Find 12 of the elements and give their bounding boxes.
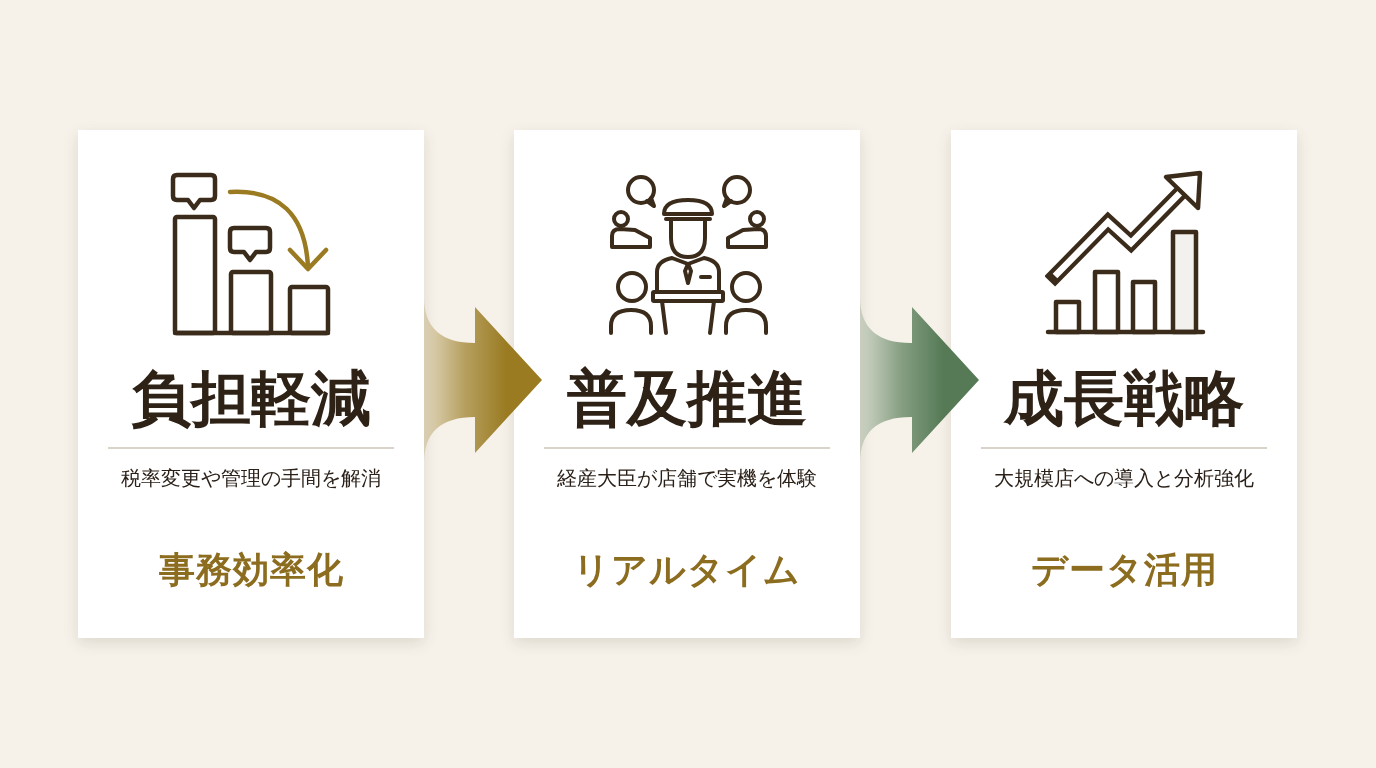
card [78, 130, 424, 638]
card-subtitle: 経産大臣が店舗で実機を体験 [556, 465, 818, 492]
card-title: 成長戦略 [1002, 362, 1245, 435]
card-title: 普及推進 [566, 362, 808, 435]
card-subtitle: 大規模店への導入と分析強化 [993, 465, 1255, 492]
card-subtitle: 税率変更や管理の手間を解消 [120, 465, 382, 492]
keyword: リアルタイム [572, 548, 802, 592]
keyword: 事務効率化 [157, 548, 345, 592]
card-title: 負担軽減 [130, 362, 372, 435]
card [951, 130, 1297, 638]
keyword: データ活用 [1029, 548, 1219, 592]
card [514, 130, 860, 638]
